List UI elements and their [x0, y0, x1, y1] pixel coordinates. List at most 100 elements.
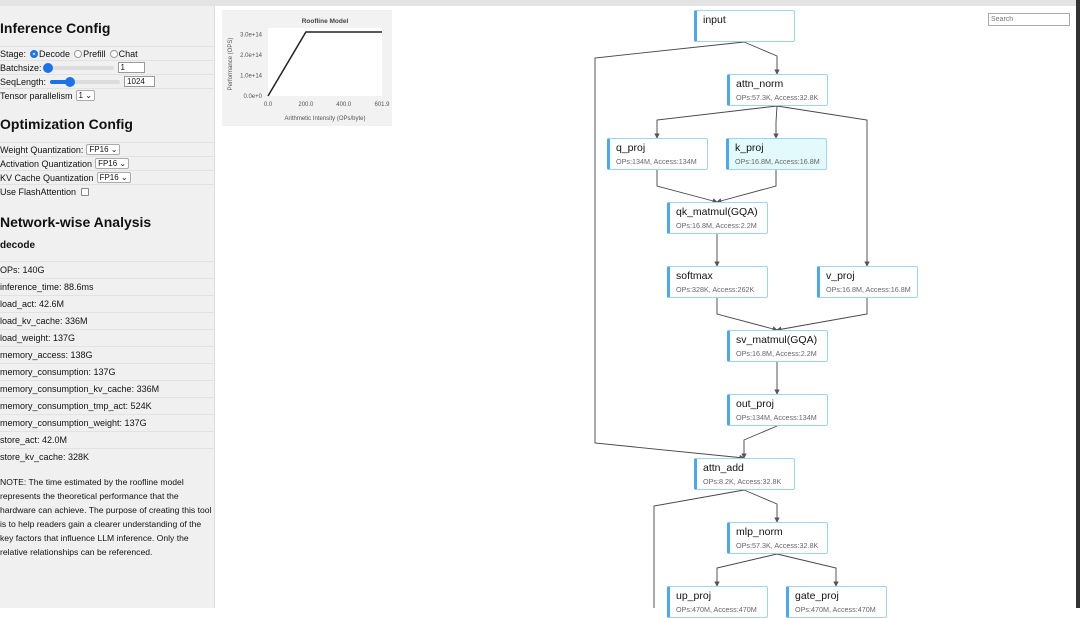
y-tick-label: 1.0e+14	[240, 73, 263, 79]
weight-quant-label: Weight Quantization:	[0, 144, 84, 155]
node-info: OPs:57.3K, Access:32.8K	[736, 541, 819, 550]
stat-item: memory_consumption_weight: 137G	[0, 414, 214, 431]
stat-item: memory_consumption_kv_cache: 336M	[0, 380, 214, 397]
batchsize-label: Batchsize:	[0, 62, 42, 73]
node-info: OPs:8.2K, Access:32.8K	[703, 477, 782, 486]
batchsize-row: Batchsize: 1	[0, 60, 214, 74]
note-text: NOTE: The time estimated by the roofline…	[0, 477, 212, 557]
kv-quant-select[interactable]: FP16 ⌄	[96, 172, 131, 183]
node-info: OPs:16.8M, Access:2.2M	[736, 349, 817, 358]
node-info: OPs:134M, Access:134M	[736, 413, 817, 422]
edge-attn_norm-q_proj	[654, 105, 778, 139]
x-tick-label: 200.0	[298, 102, 314, 108]
stat-item: memory_consumption: 137G	[0, 363, 214, 380]
node-label: q_proj	[616, 142, 646, 154]
node-info: OPs:328K, Access:262K	[676, 285, 755, 294]
node-label: input	[703, 14, 726, 26]
stat-item: load_weight: 137G	[0, 329, 214, 346]
tp-label: Tensor parallelism	[0, 90, 73, 101]
node-info: OPs:470M, Access:470M	[676, 605, 757, 614]
network-analysis-title: Network-wise Analysis	[0, 214, 152, 230]
stage-name: decode	[0, 240, 36, 251]
node-info: OPs:57.3K, Access:32.8K	[736, 93, 819, 102]
edge-softmax-sv_matmul	[716, 298, 778, 332]
x-tick-label: 601.9	[374, 102, 390, 108]
tp-row: Tensor parallelism 1 ⌄	[0, 88, 214, 102]
node-label: attn_norm	[736, 78, 784, 90]
edge-input-attn_norm	[743, 41, 780, 75]
flash-checkbox[interactable]	[81, 187, 90, 196]
stat-item: inference_time: 88.6ms	[0, 278, 214, 295]
inference-config-title: Inference Config	[0, 20, 111, 36]
stage-label: Stage:	[0, 48, 27, 59]
edge-attn_add-mlp_norm	[743, 489, 780, 523]
stat-item: load_act: 42.6M	[0, 295, 214, 312]
node-input[interactable]: input	[694, 10, 795, 42]
flash-row: Use FlashAttention	[0, 184, 214, 198]
search-input[interactable]	[988, 13, 1070, 26]
stat-item: load_kv_cache: 336M	[0, 312, 214, 329]
tp-select[interactable]: 1 ⌄	[75, 90, 95, 101]
node-label: gate_proj	[795, 590, 839, 602]
act-quant-select[interactable]: FP16 ⌄	[95, 158, 130, 169]
node-info: OPs:470M, Access:470M	[795, 605, 876, 614]
node-label: v_proj	[826, 270, 855, 282]
stage-prefill-label[interactable]: Prefill	[83, 48, 106, 59]
edge-k_proj-qk_matmul	[716, 170, 777, 204]
node-sv-matmul[interactable]: sv_matmul(GQA) OPs:16.8M, Access:2.2M	[727, 330, 828, 362]
stage-radio-chat[interactable]	[109, 49, 118, 58]
y-tick-label: 3.0e+14	[240, 32, 263, 38]
node-info: OPs:134M, Access:134M	[616, 157, 697, 166]
edge-attn_norm-v_proj	[776, 105, 870, 267]
window-edge	[1076, 0, 1080, 608]
stage-chat-label[interactable]: Chat	[118, 48, 138, 59]
x-tick-label: 0.0	[264, 102, 273, 108]
seqlength-slider[interactable]	[50, 76, 121, 87]
batchsize-input[interactable]: 1	[117, 62, 145, 73]
node-label: mlp_norm	[736, 526, 783, 538]
stage-decode-label[interactable]: Decode	[39, 48, 71, 59]
edge-mlp_norm-gate_proj	[776, 553, 839, 587]
act-quant-label: Activation Quantization	[0, 158, 93, 169]
chart-title: Roofline Model	[302, 18, 349, 25]
stage-radio-prefill[interactable]	[74, 49, 83, 58]
batchsize-slider[interactable]	[42, 62, 114, 73]
plot-area	[268, 28, 382, 96]
seqlength-label: SeqLength:	[0, 76, 47, 87]
edge-attn_add-offscreen	[653, 489, 745, 608]
node-label: sv_matmul(GQA)	[736, 334, 818, 346]
x-tick-label: 400.0	[336, 102, 352, 108]
node-label: out_proj	[736, 398, 774, 410]
weight-quant-select[interactable]: FP16 ⌄	[86, 144, 121, 155]
stat-item: store_act: 42.0M	[0, 431, 214, 448]
y-axis-label: Performance (OPS)	[228, 38, 234, 91]
seqlength-row: SeqLength: 1024	[0, 74, 214, 88]
stage-row: Stage: Decode Prefill Chat	[0, 46, 214, 60]
seqlength-input[interactable]: 1024	[124, 76, 156, 87]
edge-v_proj-sv_matmul	[776, 298, 868, 332]
stage-radio-decode[interactable]	[30, 49, 39, 58]
edge-attn_norm-k_proj	[773, 105, 779, 139]
edge-q_proj-qk_matmul	[656, 170, 718, 204]
y-tick-label: 2.0e+14	[240, 53, 263, 59]
edge-input-attn_add	[594, 41, 745, 461]
stat-item: memory_access: 138G	[0, 346, 214, 363]
node-info: OPs:16.8M, Access:2.2M	[676, 221, 757, 230]
node-qk-matmul[interactable]: qk_matmul(GQA)OPs:16.8M, Access:2.2M	[667, 202, 768, 234]
node-label: k_proj	[735, 142, 764, 154]
node-info: OPs:16.8M, Access:16.8M	[826, 285, 911, 294]
